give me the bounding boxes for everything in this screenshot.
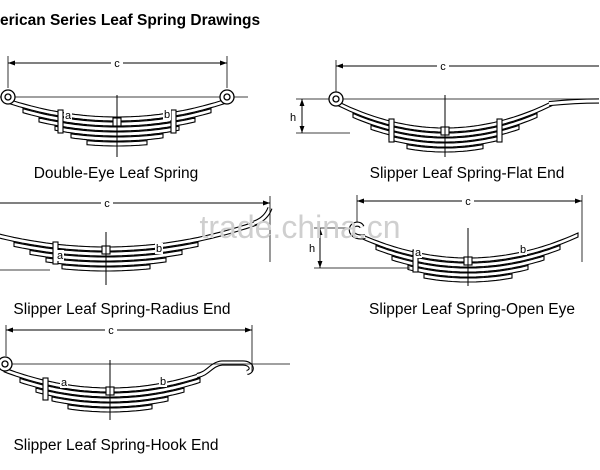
rebound-clip-b xyxy=(496,118,503,143)
dimension-label-h: h xyxy=(309,243,315,255)
drawing-caption: Slipper Leaf Spring-Flat End xyxy=(370,165,565,182)
right-eye-bore xyxy=(223,93,231,101)
leaf xyxy=(35,387,185,403)
dimension-label-c: c xyxy=(104,198,110,210)
label-background xyxy=(159,376,167,387)
drawing-slipper-hook-end: c a b Slipper Leaf Spring-Hook End xyxy=(0,324,290,454)
drawing-slipper-radius-end: c a b Slipper Leaf Spring-Radius End xyxy=(0,196,273,318)
dimension-label-a: a xyxy=(61,377,68,389)
dimension-label-b: b xyxy=(164,109,170,121)
leaf xyxy=(45,257,167,267)
radius-end xyxy=(253,207,273,226)
page-title: erican Series Leaf Spring Drawings xyxy=(0,12,260,29)
leaf-stack xyxy=(3,367,201,413)
leaf xyxy=(375,244,561,268)
label-background xyxy=(519,244,527,255)
drawing-slipper-open-eye: c h a b Slipper Leaf Spring-Open Eye xyxy=(309,195,583,318)
open-eye xyxy=(348,221,366,240)
rebound-clip-a xyxy=(388,118,395,143)
flat-end xyxy=(548,98,600,107)
dimension-label-h: h xyxy=(290,112,296,124)
label-background xyxy=(101,197,113,209)
label-background xyxy=(414,247,422,258)
open-eye-fill xyxy=(349,222,366,239)
leaf xyxy=(370,124,520,143)
hook-end xyxy=(196,360,254,379)
drawing-caption: Slipper Leaf Spring-Radius End xyxy=(13,301,230,318)
watermark: trade.china.cn xyxy=(199,209,400,245)
dimension-label-b: b xyxy=(520,244,526,256)
hook-end-fill xyxy=(196,361,253,378)
main-leaf xyxy=(0,219,259,252)
leaf xyxy=(54,125,180,137)
rebound-clip-a xyxy=(42,377,49,401)
dimension-label-c: c xyxy=(108,325,114,337)
drawing-double-eye: c a b Double-Eye Leaf Spring xyxy=(0,56,248,182)
dimension-label-c: c xyxy=(114,58,120,70)
leaf xyxy=(22,107,212,127)
dimension-label-b: b xyxy=(160,376,166,388)
radius-end-fill xyxy=(253,207,272,225)
dimension-label-c: c xyxy=(465,196,471,208)
dimension-label-a: a xyxy=(65,110,72,122)
label-background xyxy=(64,110,72,121)
label-background xyxy=(56,250,64,261)
dimension-label-c: c xyxy=(440,61,446,73)
label-background xyxy=(437,60,449,72)
flat-end-fill xyxy=(548,99,600,106)
dimension-label-b: b xyxy=(156,243,162,255)
label-background xyxy=(155,243,163,254)
leaf xyxy=(407,264,529,278)
left-eye-bore xyxy=(332,95,340,103)
drawing-caption: Slipper Leaf Spring-Hook End xyxy=(13,437,218,454)
leaf xyxy=(29,249,183,262)
leaf xyxy=(38,117,196,132)
leaf xyxy=(19,377,201,398)
dimension-label-a: a xyxy=(57,250,64,262)
label-background xyxy=(105,324,117,336)
dimension-label-a: a xyxy=(415,247,422,259)
drawing-slipper-flat-end: h c Slipper Leaf Spring-Flat End xyxy=(290,60,600,182)
label-background xyxy=(111,57,123,69)
drawing-caption: Slipper Leaf Spring-Open Eye xyxy=(369,301,575,318)
rebound-clip-a xyxy=(57,109,64,134)
leaf xyxy=(352,112,538,138)
label-background xyxy=(462,195,474,207)
left-eye-bore xyxy=(4,93,12,101)
drawing-caption: Double-Eye Leaf Spring xyxy=(34,165,199,182)
label-background xyxy=(163,109,171,120)
leaf xyxy=(391,255,545,273)
label-background xyxy=(60,377,68,388)
rebound-clip-b xyxy=(170,109,177,134)
leaf xyxy=(51,396,169,408)
left-eye-bore xyxy=(1,360,9,368)
